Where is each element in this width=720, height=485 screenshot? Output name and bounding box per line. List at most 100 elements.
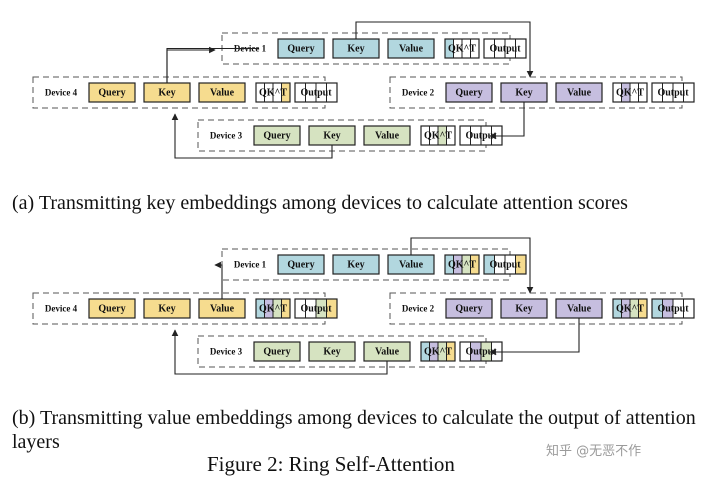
a-d2-output-frame <box>651 82 695 103</box>
b-arrow-d4-d1 <box>214 261 223 299</box>
b-d4-value-label: Value <box>210 304 235 315</box>
a-d4-qk: QK^T <box>255 82 291 103</box>
a-d2-value: Value <box>555 82 603 103</box>
a-d3-qk-frame <box>420 125 456 146</box>
a-d1-qk-label: QK^T <box>448 44 476 55</box>
a-d4-key: Key <box>143 82 191 103</box>
watermark: 知乎 @无恶不作 <box>546 444 642 459</box>
b-d3-qk: QK^T <box>420 341 456 362</box>
b-d4-query-label: Query <box>98 304 125 315</box>
b-d2-query-label: Query <box>455 304 482 315</box>
a-arrow-d4-d1 <box>166 47 258 83</box>
b-d3-value-label: Value <box>375 347 400 358</box>
b-d2-output-frame <box>651 298 695 319</box>
a-d3-qk-label: QK^T <box>424 131 452 142</box>
b-d2-query-box <box>445 298 493 319</box>
b-d4-device-label: Device 4 <box>45 304 78 314</box>
a-d1-key: Key <box>332 38 380 59</box>
a-d1-output: Output <box>483 38 527 59</box>
b-d3-query: Query <box>253 341 301 362</box>
b-d2-output-label: Output <box>657 304 689 315</box>
caption-a: (a) Transmitting key embeddings among de… <box>12 192 628 214</box>
b-d3-device-label: Device 3 <box>210 347 243 357</box>
a-d3-key-label: Key <box>323 131 340 142</box>
a-d2-value-label: Value <box>567 88 592 99</box>
b-d1-qk: QK^T <box>444 254 480 275</box>
a-d1-output-frame <box>483 38 527 59</box>
a-d4-query-box <box>88 82 136 103</box>
a-d2-qk-frame <box>612 82 648 103</box>
a-d1-qk: QK^T <box>444 38 480 59</box>
b-d4-qk-label: QK^T <box>259 304 287 315</box>
a-d2-value-box <box>555 82 603 103</box>
b-d4-output: Output <box>294 298 338 319</box>
b-arrow-d3-d4 <box>171 329 388 375</box>
b-d3-value: Value <box>363 341 411 362</box>
a-d3-qk: QK^T <box>420 125 456 146</box>
b-arrow-d1-d2 <box>410 237 534 294</box>
b-d2-qk-frame <box>612 298 648 319</box>
b-d2-frame <box>389 292 683 325</box>
b-d3-qk-label: QK^T <box>424 347 452 358</box>
a-d1-qk-frame <box>444 38 480 59</box>
a-d4-value-box <box>198 82 246 103</box>
b-d2-query: Query <box>445 298 493 319</box>
b-d1-device-label: Device 1 <box>234 260 267 270</box>
a-d4-key-label: Key <box>158 88 175 99</box>
b-d1-output: Output <box>483 254 527 275</box>
a-d2-query-label: Query <box>455 88 482 99</box>
b-d1-key-box <box>332 254 380 275</box>
b-d4-value: Value <box>198 298 246 319</box>
a-d4-query: Query <box>88 82 136 103</box>
a-d3-query: Query <box>253 125 301 146</box>
a-d3-output-label: Output <box>465 131 497 142</box>
b-d3-key-label: Key <box>323 347 340 358</box>
a-d1-value: Value <box>387 38 435 59</box>
a-d4-output-frame <box>294 82 338 103</box>
b-d1-output-label: Output <box>489 260 521 271</box>
a-d2-query-box <box>445 82 493 103</box>
a-arrow-d3-d4 <box>171 113 333 159</box>
b-d2-key: Key <box>500 298 548 319</box>
b-d3-key: Key <box>308 341 356 362</box>
b-d1-query-label: Query <box>287 260 314 271</box>
a-d1-output-label: Output <box>489 44 521 55</box>
b-d2-device-label: Device 2 <box>402 304 435 314</box>
b-d2-value: Value <box>555 298 603 319</box>
b-d4-output-label: Output <box>300 304 332 315</box>
b-d2-output: Output <box>651 298 695 319</box>
b-d1-query-box <box>277 254 325 275</box>
b-d4-query: Query <box>88 298 136 319</box>
b-d4-key: Key <box>143 298 191 319</box>
b-d2-qk-label: QK^T <box>616 304 644 315</box>
a-arrow-d2-d3 <box>489 102 525 140</box>
b-d3-qk-frame <box>420 341 456 362</box>
a-d2-qk-label: QK^T <box>616 88 644 99</box>
a-d1-key-label: Key <box>347 44 364 55</box>
a-d4-output: Output <box>294 82 338 103</box>
b-d4-output-frame <box>294 298 338 319</box>
a-d4-frame <box>32 76 326 109</box>
a-d2-output-label: Output <box>657 88 689 99</box>
a-d2-output: Output <box>651 82 695 103</box>
caption-b: (b) Transmitting value embeddings among … <box>12 407 696 453</box>
a-d4-value-label: Value <box>210 88 235 99</box>
a-d4-output-label: Output <box>300 88 332 99</box>
a-d4-query-label: Query <box>98 88 125 99</box>
b-d1-value-label: Value <box>399 260 424 271</box>
a-d2-key: Key <box>500 82 548 103</box>
a-d3-query-box <box>253 125 301 146</box>
b-d2-key-box <box>500 298 548 319</box>
a-d2-device-label: Device 2 <box>402 88 435 98</box>
a-d3-value-box <box>363 125 411 146</box>
b-d4-key-label: Key <box>158 304 175 315</box>
b-d4-key-box <box>143 298 191 319</box>
b-d1-qk-frame <box>444 254 480 275</box>
a-d4-value: Value <box>198 82 246 103</box>
a-d1-value-box <box>387 38 435 59</box>
b-d2-qk: QK^T <box>612 298 648 319</box>
a-arrow-d1-d2 <box>355 21 534 78</box>
b-d2-key-label: Key <box>515 304 532 315</box>
